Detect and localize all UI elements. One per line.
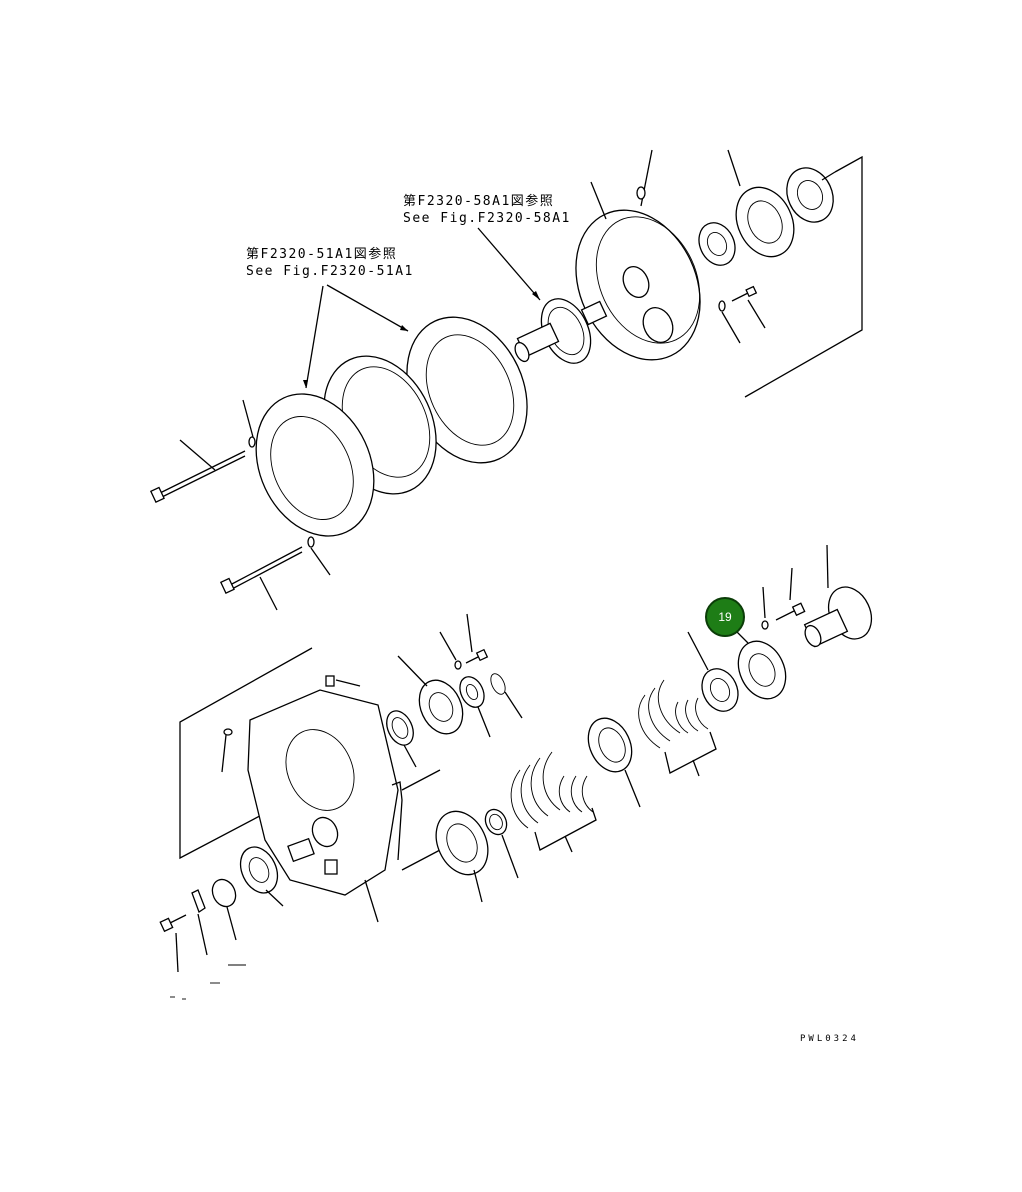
lower-right-plates-part (638, 679, 717, 777)
lower-top-bolt-part (439, 613, 489, 670)
upper-carrier-housing-part (575, 149, 701, 361)
callout-19-button[interactable]: 19 (705, 597, 745, 637)
upper-front-housing-part (255, 285, 375, 537)
upper-bolt-part (718, 285, 766, 344)
upper-group-bracket (744, 155, 863, 398)
upper-small-bearing-part (698, 222, 736, 266)
lower-right-bearing-part (687, 631, 739, 712)
lower-flange-part (397, 655, 464, 735)
lower-left-bearing-part (239, 846, 284, 907)
lower-washer-part (211, 878, 237, 941)
lower-left-bolt-part (159, 914, 187, 973)
reference-upper-en: See Fig.F2320-58A1 (403, 211, 571, 226)
lower-small-bearing-part (459, 676, 491, 738)
upper-gear-part (727, 149, 795, 258)
upper-carrier-shaft-part (477, 227, 608, 364)
drawing-code: PWL0324 (800, 1034, 859, 1044)
lower-snap-ring-part (490, 673, 523, 719)
lower-main-housing-part (247, 689, 441, 923)
upper-long-bolt-part (149, 399, 331, 611)
lower-lock-plate-part (191, 889, 208, 956)
lower-output-gear-part (803, 544, 873, 648)
stray-marks (170, 964, 246, 1000)
upper-bearing-part (786, 167, 836, 223)
lower-spacer-ring-part (484, 808, 519, 879)
lower-right-bolt-part (761, 567, 806, 630)
reference-lower-en: See Fig.F2320-51A1 (246, 264, 414, 279)
lower-clutch-plates-part (510, 751, 597, 853)
reference-upper-jp: 第F2320-58A1図参照 (403, 194, 555, 209)
lower-center-gear-part (435, 810, 489, 903)
lower-right-flange-part (734, 629, 787, 700)
reference-lower-jp: 第F2320-51A1図参照 (246, 247, 398, 262)
lower-seal-ring-part (386, 710, 417, 768)
lower-group-bracket (179, 647, 313, 860)
lower-plug-part (221, 675, 361, 773)
lower-piston-part (587, 717, 641, 808)
